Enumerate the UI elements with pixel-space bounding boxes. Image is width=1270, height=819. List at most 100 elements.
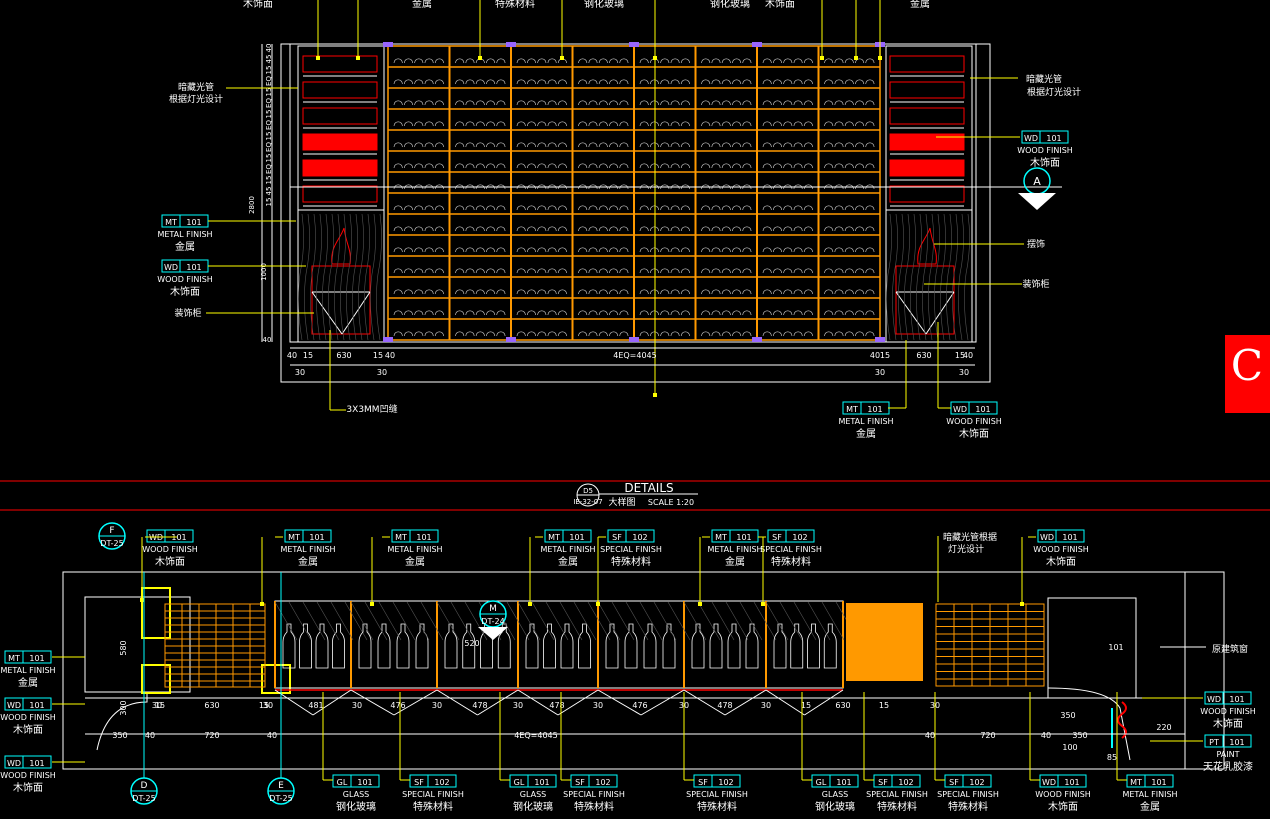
wine-bottle-end [701,247,711,253]
wine-bottle-end [834,79,844,85]
left-shelf-drawer [302,159,378,177]
material-tag-chinese: 木饰面 [1213,717,1243,730]
material-tag-chinese: 金属 [558,555,578,568]
wine-bottle-end [865,163,875,169]
glass-hatch [753,601,777,641]
wine-bottle-end [526,310,537,316]
wine-bottle-end [578,121,588,127]
wine-bottle-end [701,58,711,64]
wine-bottle-end [772,310,783,316]
material-tag-number: 101 [569,533,584,542]
wine-bottle-end [701,121,711,127]
material-tag-english: WOOD FINISH [0,771,56,780]
wine-bottle-profile [462,623,476,669]
material-tag-box [570,774,618,788]
plan-outline [62,571,1225,770]
wine-bottle-end [680,163,690,169]
wine-bottle-end [434,163,444,169]
material-tag-number: 101 [1062,533,1077,542]
wine-bottle-end [393,79,403,85]
plan-dim-vertical: 300 [119,700,128,715]
door-swing [350,689,395,716]
door-swing [393,689,438,716]
left-dim-value: 15 [265,132,273,141]
wine-bottle-end [393,163,403,169]
material-tag-english: METAL FINISH [387,545,442,554]
wine-bottle-profile [624,623,638,669]
wine-bottle-end [855,268,865,274]
wine-bottle-end [711,310,721,316]
light-fixture-top [629,42,639,47]
wine-bottle-end [701,205,711,211]
wine-bottle-end [424,310,434,316]
wine-bottle-end [516,226,526,232]
material-tag-english: METAL FINISH [707,545,762,554]
wine-bottle-end [557,100,567,106]
material-tag-english: METAL FINISH [1122,790,1177,799]
wine-bottle-end [855,58,865,64]
wine-bottle-end [803,100,813,106]
bottom-dim-value: 15 [880,351,890,360]
left-shelf-drawer [302,133,378,151]
left-dim-value: 15 [265,66,273,75]
material-tag-number: 101 [186,263,201,272]
material-tag-code: MT [8,654,20,663]
glass-hatch [765,601,789,641]
wine-bottle-end [844,184,854,190]
glass-hatch [683,601,707,641]
wine-bottle-end [783,310,793,316]
wine-bottle-end [670,58,680,64]
wine-bottle-end [414,58,424,64]
material-tag-number: 101 [1229,738,1244,747]
wine-bottle-end [588,247,598,253]
wine-bottle-end [855,226,865,232]
material-tag-box [693,774,741,788]
material-tag-box [1021,130,1069,144]
material-tag-code: WD [7,759,21,768]
wine-bottle-end [609,331,619,337]
wine-bottle-end [557,331,567,337]
glass-hatch [573,601,597,641]
left-dim-value: 15 [265,88,273,97]
wine-bottle-end [588,142,598,148]
material-tag-chinese: 木饰面 [1048,800,1078,813]
bottom-dim-value: 30 [959,368,969,377]
wine-bottle-end [844,268,854,274]
left-dim-value: 15 [265,154,273,163]
left-dim-value: EQ [265,142,273,152]
wine-bottle-end [865,226,875,232]
wine-bottle-end [619,268,629,274]
plan-dim-value: 15 [879,701,889,710]
left-shelf-drawer [302,81,378,99]
material-tag-english: GLASS [822,790,848,799]
material-tag-box [1204,734,1252,748]
letter-c-logo: C [1230,341,1264,390]
wine-bottle-end [803,79,813,85]
wine-bottle-end [639,268,649,274]
wine-bottle-end [537,247,547,253]
wine-bottle-end [803,289,813,295]
material-tag-box [1037,529,1085,543]
wine-bottle-end [732,163,742,169]
material-tag-english: METAL FINISH [540,545,595,554]
material-tag-code: WD [1207,695,1221,704]
wine-bottle-end [732,184,742,190]
material-tag-box [146,529,194,543]
wine-bottle-end [486,184,496,190]
wine-bottle-end [537,79,547,85]
wine-bottle-end [588,310,598,316]
wine-bottle-end [486,100,496,106]
wine-bottle-end [711,247,721,253]
plan-dim-value: 15 [259,701,269,710]
material-tag-number: 101 [736,533,751,542]
wine-bottle-end [639,100,649,106]
wine-bottle-end [711,226,721,232]
wood-grain [898,213,904,341]
material-tag-code: SF [575,778,585,787]
wood-grain [316,213,322,341]
material-tag-code: WD [1024,134,1038,143]
material-tag-code: WD [7,701,21,710]
plan-dim-value: 520 [464,639,479,648]
wine-bottle-end [547,268,557,274]
